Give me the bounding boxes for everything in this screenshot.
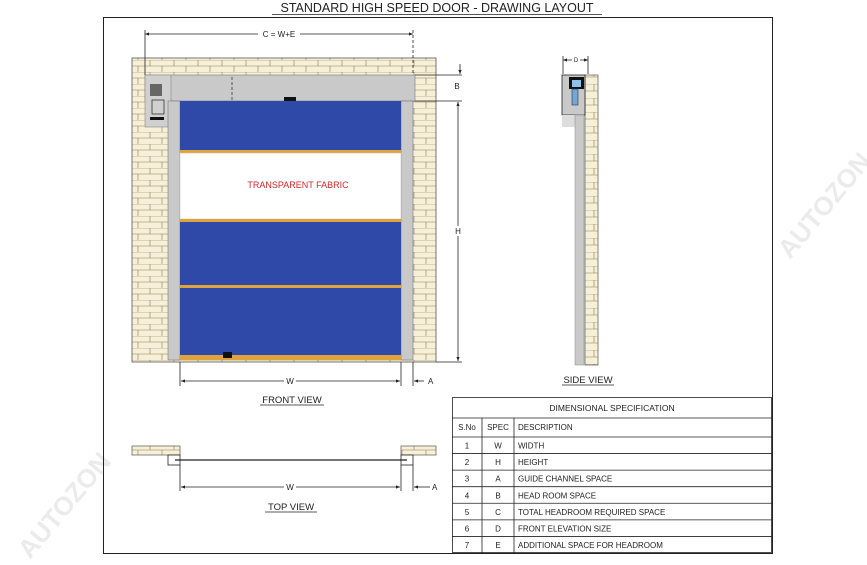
motor-icon [150, 84, 165, 120]
side-view-label: SIDE VIEW [563, 375, 612, 386]
bottom-bar-block [284, 97, 296, 102]
side-motor-icon [569, 77, 584, 106]
transparent-fabric-panel [179, 152, 402, 220]
dim-d-label: D [574, 58, 579, 64]
table-cell-description: FRONT ELEVATION SIZE [518, 524, 611, 533]
table-cell-sno: 3 [465, 475, 470, 484]
table-cell-description: ADDITIONAL SPACE FOR HEADROOM [518, 541, 663, 550]
table-cell-spec: D [495, 524, 501, 533]
curtain-panel-top [180, 101, 401, 150]
table-cell-spec: C [495, 508, 501, 517]
front-view-label: FRONT VIEW [262, 395, 321, 406]
top-dim-a-label: A [432, 483, 438, 492]
left-guide [167, 100, 181, 361]
dim-a-label: A [428, 377, 434, 386]
table-cell-description: TOTAL HEADROOM REQUIRED SPACE [518, 508, 665, 517]
table-cell-spec: A [495, 475, 501, 484]
top-view: W A TOP VIEW [131, 445, 438, 513]
svg-text:AUTOZON: AUTOZON [772, 146, 867, 263]
sheet-border [103, 17, 773, 554]
header-description: DESCRIPTION [518, 423, 573, 432]
dim-c-label: C = W+E [263, 30, 295, 39]
dim-w-label: W [286, 377, 294, 386]
header-spec: SPEC [487, 423, 509, 432]
fabric-label: TRANSPARENT FABRIC [247, 180, 349, 190]
side-wall [584, 74, 599, 366]
curtain-panel-middle [180, 222, 401, 285]
table-cell-spec: E [495, 541, 500, 550]
lintel-box [144, 74, 416, 102]
table-cell-sno: 6 [465, 524, 470, 533]
drawing-title: STANDARD HIGH SPEED DOOR - DRAWING LAYOU… [281, 1, 594, 15]
dim-b-label: B [454, 82, 459, 91]
table-cell-spec: B [495, 491, 500, 500]
right-guide [400, 100, 414, 361]
table-cell-description: WIDTH [518, 442, 544, 451]
top-dim-w-label: W [286, 483, 294, 492]
table-cell-description: HEIGHT [518, 458, 548, 467]
table-cell-sno: 4 [465, 491, 470, 500]
spec-table-title: DIMENSIONAL SPECIFICATION [549, 403, 674, 413]
curtain-panel-bottom [180, 288, 401, 355]
table-cell-sno: 2 [465, 458, 470, 467]
table-cell-sno: 7 [465, 541, 470, 550]
header-sno: S.No [458, 423, 476, 432]
table-cell-sno: 5 [465, 508, 470, 517]
table-cell-description: HEAD ROOM SPACE [518, 491, 596, 500]
table-cell-spec: W [494, 442, 502, 451]
table-cell-sno: 1 [465, 442, 470, 451]
dim-h-label: H [455, 227, 461, 236]
side-guide [574, 114, 585, 366]
front-view: TRANSPARENT FABRIC C = W+E B H W A FRONT… [131, 29, 463, 406]
side-view: D SIDE VIEW [561, 56, 614, 386]
spec-table: DIMENSIONAL SPECIFICATION S.No SPEC DESC… [452, 397, 772, 553]
top-view-label: TOP VIEW [268, 502, 314, 513]
bottom-bar [180, 355, 401, 360]
table-cell-description: GUIDE CHANNEL SPACE [518, 475, 612, 484]
svg-text:AUTOZON: AUTOZON [12, 446, 117, 563]
table-cell-spec: H [495, 458, 501, 467]
